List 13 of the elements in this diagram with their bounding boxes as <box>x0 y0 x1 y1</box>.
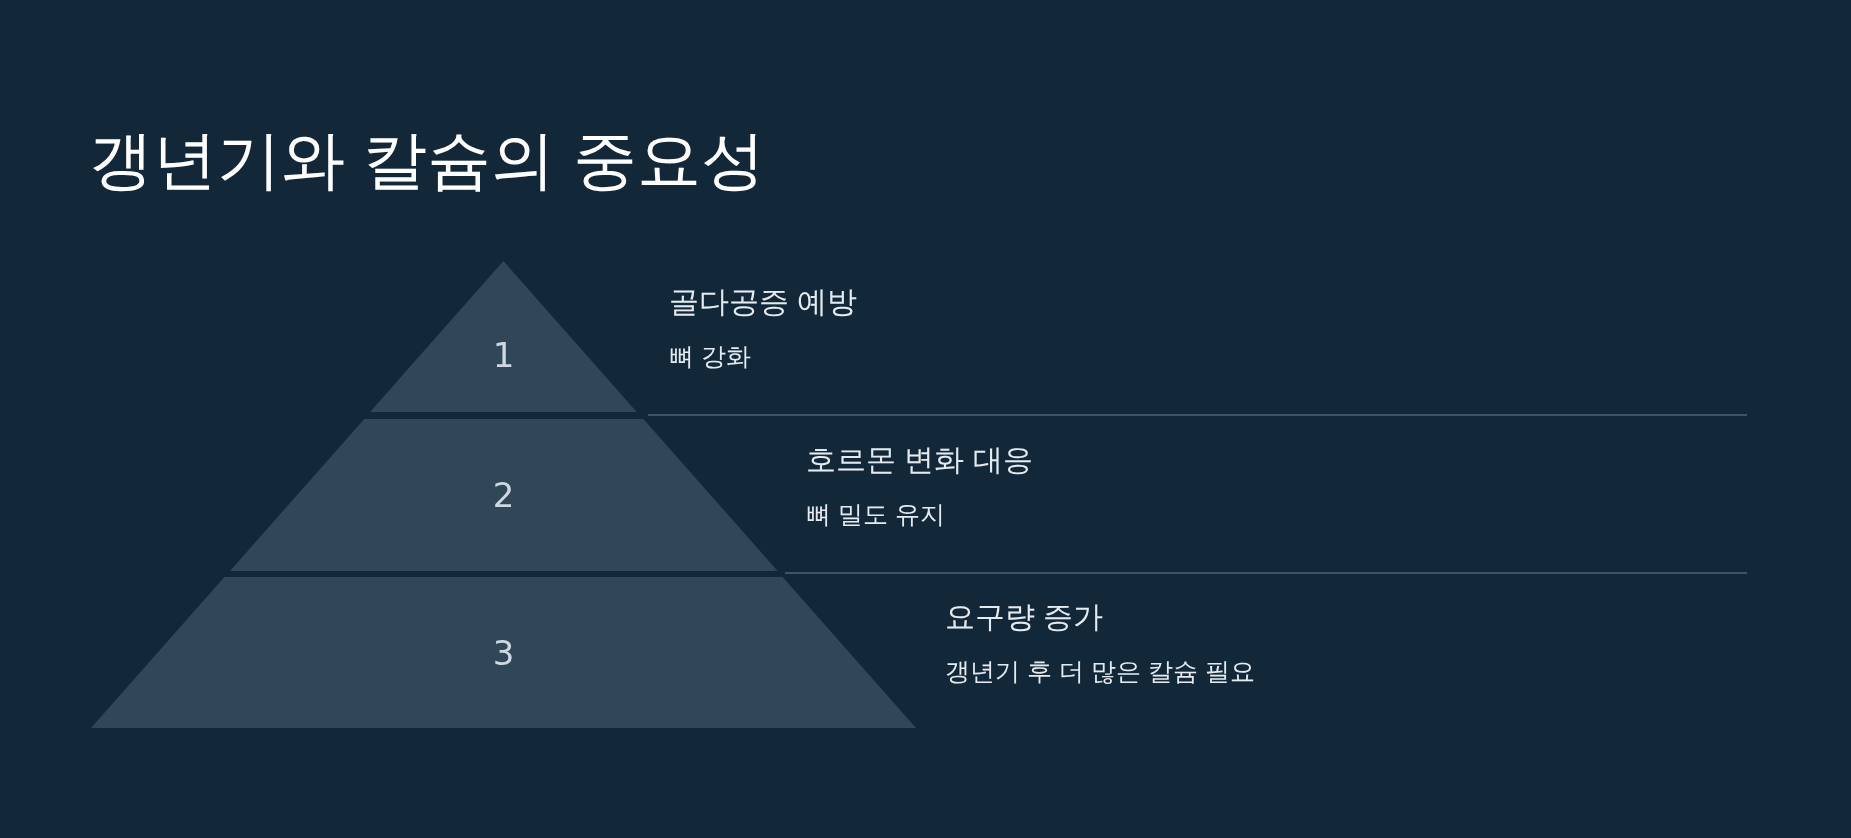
tier-description: 뼈 밀도 유지 <box>806 499 946 529</box>
tier-heading: 요구량 증가 <box>945 599 1105 635</box>
pyramid-tier <box>370 261 637 412</box>
pyramid-tier <box>229 419 778 571</box>
tier-number: 1 <box>491 335 516 375</box>
tier-number: 2 <box>491 475 516 515</box>
title: 갱년기와 칼슘의 중요성 <box>89 123 765 198</box>
tier-heading: 골다공증 예방 <box>669 284 858 320</box>
tier-description: 갱년기 후 더 많은 칼슘 필요 <box>945 656 1255 686</box>
pyramid-tier <box>91 577 916 728</box>
tier-heading: 호르몬 변화 대응 <box>806 442 1033 478</box>
tier-number: 3 <box>491 633 516 673</box>
tier-description: 뼈 강화 <box>669 341 752 371</box>
